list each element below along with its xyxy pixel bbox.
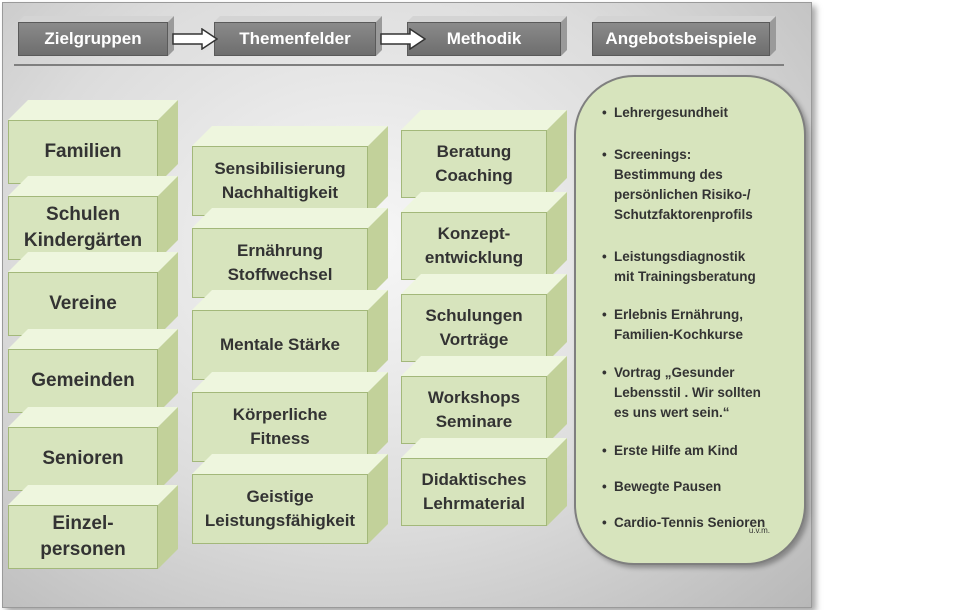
angebot-text: Leistungsdiagnostik mit Trainingsberatun… [614,249,756,284]
angebot-text: Bewegte Pausen [614,479,722,494]
bullet-icon: • [602,479,607,494]
bullet-icon: • [602,365,607,380]
angebote-list: • Lehrergesundheit • Screenings: Bestimm… [602,103,792,533]
zielgruppe-label: Schulen Kindergärten [8,196,158,260]
methodik-block: Beratung Coaching [401,110,567,198]
list-item: • Lehrergesundheit [602,103,792,123]
zielgruppe-block: Einzel- personen [8,485,178,569]
list-item: • Leistungsdiagnostik mit Trainingsberat… [602,247,792,287]
list-item: • Bewegte Pausen [602,477,792,497]
themenfeld-label: Körperliche Fitness [192,392,368,462]
bullet-icon: • [602,307,607,322]
arrow-right-icon [380,28,426,50]
header-divider [14,64,784,66]
methodik-label: Workshops Seminare [401,376,547,444]
methodik-block: Schulungen Vorträge [401,274,567,362]
bullet-icon: • [602,249,607,264]
zielgruppe-block: Familien [8,100,178,184]
zielgruppe-block: Senioren [8,407,178,491]
themenfeld-block: Ernährung Stoffwechsel [192,208,388,298]
zielgruppe-label: Gemeinden [8,349,158,413]
bullet-icon: • [602,105,607,120]
header-step-label: Methodik [407,22,561,56]
themenfeld-label: Sensibilisierung Nachhaltigkeit [192,146,368,216]
list-item: • Cardio-Tennis Senioren [602,513,792,533]
methodik-label: Beratung Coaching [401,130,547,198]
zielgruppe-block: Gemeinden [8,329,178,413]
header-step-zielgruppen: Zielgruppen [18,16,174,56]
angebotsbeispiele-panel: • Lehrergesundheit • Screenings: Bestimm… [574,75,806,565]
angebot-text: Vortrag „Gesunder Lebensstil . Wir sollt… [614,365,761,420]
header-step-angebotsbeispiele: Angebotsbeispiele [592,16,776,56]
angebot-text: Lehrergesundheit [614,105,729,120]
angebot-text: Screenings: Bestimmung des persönlichen … [614,147,753,222]
themenfeld-block: Geistige Leistungsfähigkeit [192,454,388,544]
list-item: • Vortrag „Gesunder Lebensstil . Wir sol… [602,363,792,423]
angebot-text: Erste Hilfe am Kind [614,443,738,458]
footnote-uvm: u.v.m. [748,526,770,535]
zielgruppe-label: Einzel- personen [8,505,158,569]
methodik-block: Didaktisches Lehrmaterial [401,438,567,526]
themenfeld-label: Mentale Stärke [192,310,368,380]
list-item: • Erlebnis Ernährung, Familien-Kochkurse [602,305,792,345]
header-step-label: Themenfelder [214,22,376,56]
header-step-label: Angebotsbeispiele [592,22,770,56]
themenfeld-label: Ernährung Stoffwechsel [192,228,368,298]
themenfeld-block: Sensibilisierung Nachhaltigkeit [192,126,388,216]
methodik-block: Konzept- entwicklung [401,192,567,280]
themenfeld-block: Mentale Stärke [192,290,388,380]
angebot-text: Erlebnis Ernährung, Familien-Kochkurse [614,307,744,342]
methodik-label: Schulungen Vorträge [401,294,547,362]
methodik-label: Konzept- entwicklung [401,212,547,280]
header-step-label: Zielgruppen [18,22,168,56]
bullet-icon: • [602,147,607,162]
zielgruppe-label: Senioren [8,427,158,491]
themenfeld-label: Geistige Leistungsfähigkeit [192,474,368,544]
angebot-text: Cardio-Tennis Senioren [614,515,766,530]
list-item: • Screenings: Bestimmung des persönliche… [602,145,792,225]
header-step-methodik: Methodik [407,16,567,56]
themenfeld-block: Körperliche Fitness [192,372,388,462]
zielgruppe-block: Schulen Kindergärten [8,176,178,260]
zielgruppe-label: Vereine [8,272,158,336]
bullet-icon: • [602,443,607,458]
header-step-themenfelder: Themenfelder [214,16,382,56]
bullet-icon: • [602,515,607,530]
zielgruppe-block: Vereine [8,252,178,336]
zielgruppe-label: Familien [8,120,158,184]
arrow-right-icon [172,28,218,50]
list-item: • Erste Hilfe am Kind [602,441,792,461]
methodik-block: Workshops Seminare [401,356,567,444]
methodik-label: Didaktisches Lehrmaterial [401,458,547,526]
